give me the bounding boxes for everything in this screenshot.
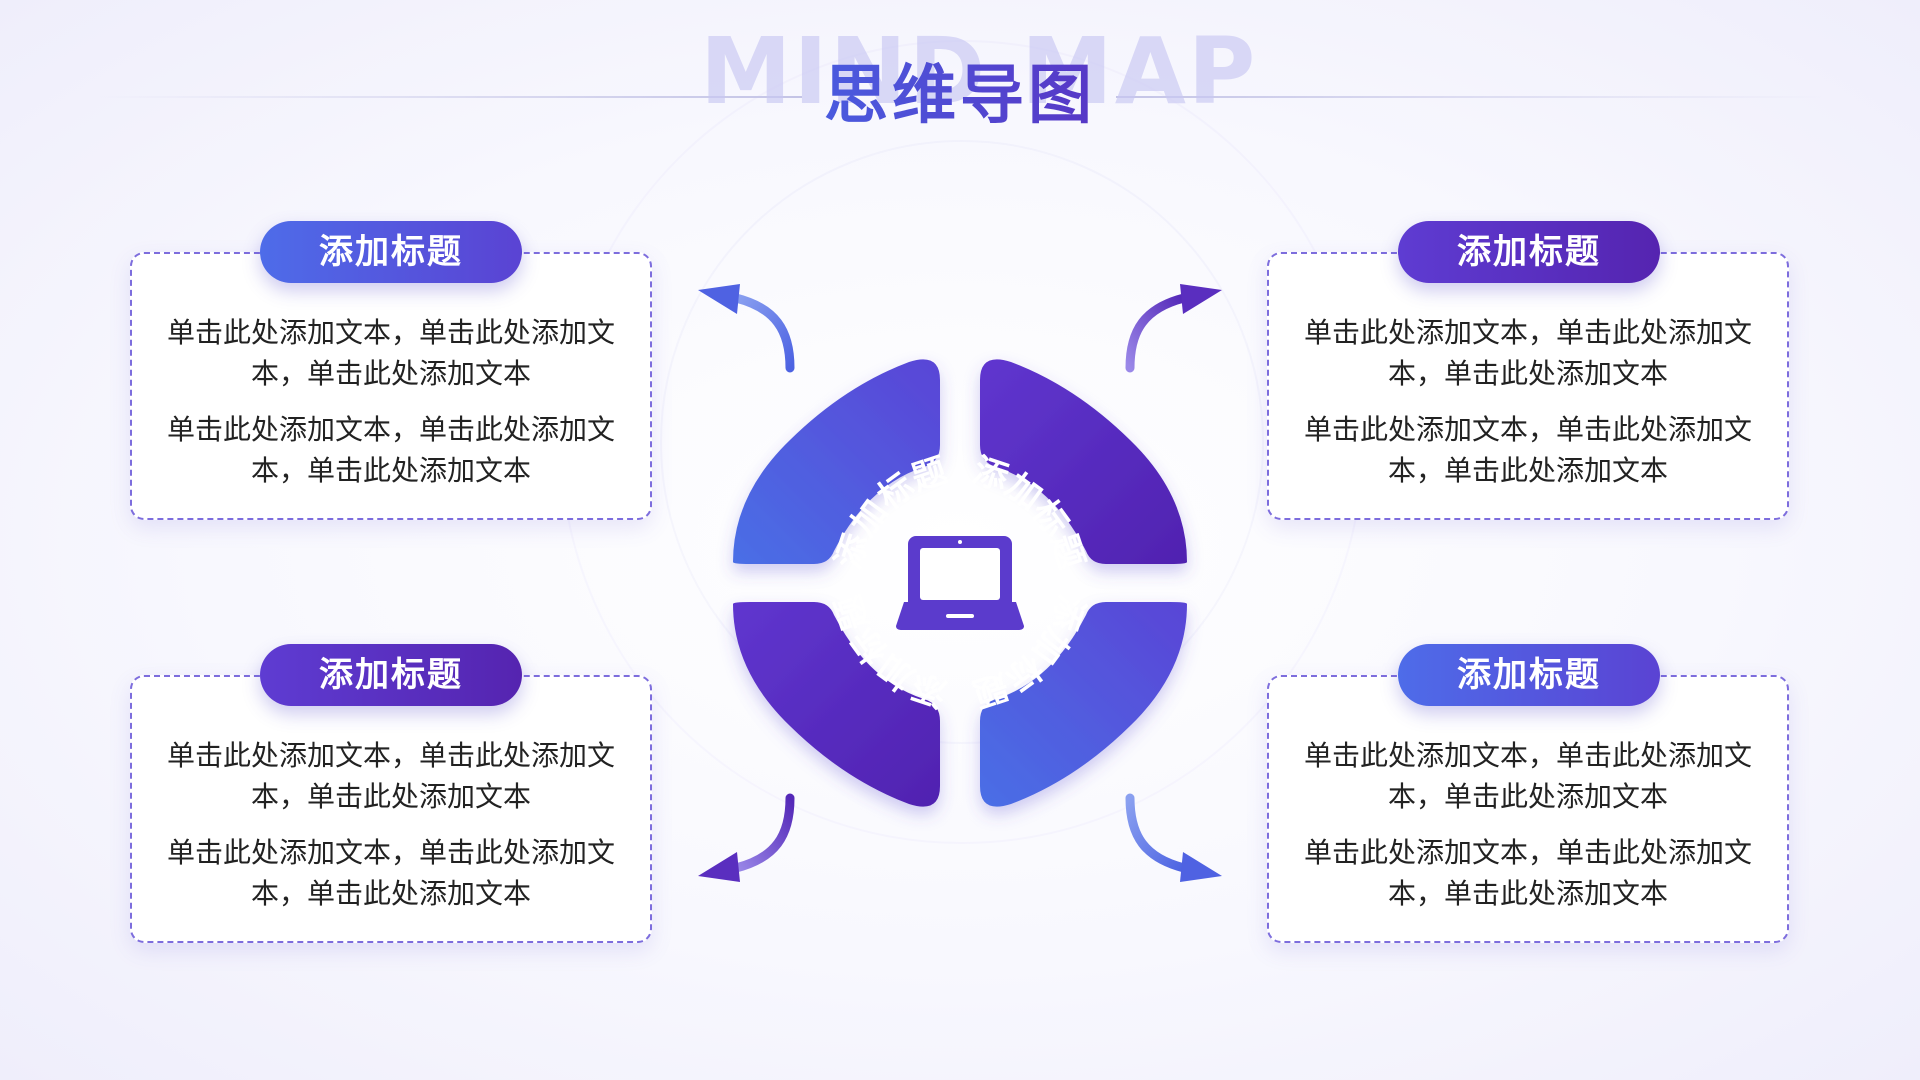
arrow-bottom-right xyxy=(1125,793,1222,882)
card-title-pill[interactable]: 添加标题 xyxy=(1398,221,1660,283)
card-paragraph: 单击此处添加文本，单击此处添加文本，单击此处添加文本 xyxy=(166,413,615,487)
background-title: MIND MAP xyxy=(700,22,1255,122)
card-paragraph: 单击此处添加文本，单击此处添加文本，单击此处添加文本 xyxy=(1303,836,1752,910)
arrow-top-left xyxy=(698,284,795,373)
laptop-icon xyxy=(896,536,1024,630)
card-title-pill[interactable]: 添加标题 xyxy=(1398,644,1660,706)
card-paragraph: 单击此处添加文本，单击此处添加文本，单击此处添加文本 xyxy=(1303,413,1752,487)
segment-bottom-left[interactable] xyxy=(733,602,940,807)
page-title: 思维导图 xyxy=(760,56,1160,136)
card-paragraph: 单击此处添加文本，单击此处添加文本，单击此处添加文本 xyxy=(166,316,615,390)
card-body: 单击此处添加文本，单击此处添加文本，单击此处添加文本 单击此处添加文本，单击此处… xyxy=(152,312,630,506)
card-bottom-left[interactable]: 单击此处添加文本，单击此处添加文本，单击此处添加文本 单击此处添加文本，单击此处… xyxy=(130,675,652,943)
segment-bottom-right[interactable] xyxy=(980,602,1187,807)
segment-top-left[interactable] xyxy=(733,359,940,564)
header-divider-left xyxy=(96,96,802,98)
arrow-top-right xyxy=(1125,284,1222,373)
card-body: 单击此处添加文本，单击此处添加文本，单击此处添加文本 单击此处添加文本，单击此处… xyxy=(1289,312,1767,506)
card-body: 单击此处添加文本，单击此处添加文本，单击此处添加文本 单击此处添加文本，单击此处… xyxy=(152,735,630,929)
card-paragraph: 单击此处添加文本，单击此处添加文本，单击此处添加文本 xyxy=(166,836,615,910)
card-paragraph: 单击此处添加文本，单击此处添加文本，单击此处添加文本 xyxy=(166,739,615,813)
card-top-right[interactable]: 单击此处添加文本，单击此处添加文本，单击此处添加文本 单击此处添加文本，单击此处… xyxy=(1267,252,1789,520)
card-body: 单击此处添加文本，单击此处添加文本，单击此处添加文本 单击此处添加文本，单击此处… xyxy=(1289,735,1767,929)
segment-top-right[interactable] xyxy=(980,359,1187,564)
arrow-bottom-left xyxy=(698,793,795,882)
header-divider-right xyxy=(1116,96,1826,98)
card-title-pill[interactable]: 添加标题 xyxy=(260,644,522,706)
card-bottom-right[interactable]: 单击此处添加文本，单击此处添加文本，单击此处添加文本 单击此处添加文本，单击此处… xyxy=(1267,675,1789,943)
card-paragraph: 单击此处添加文本，单击此处添加文本，单击此处添加文本 xyxy=(1303,316,1752,390)
card-paragraph: 单击此处添加文本，单击此处添加文本，单击此处添加文本 xyxy=(1303,739,1752,813)
card-title-pill[interactable]: 添加标题 xyxy=(260,221,522,283)
